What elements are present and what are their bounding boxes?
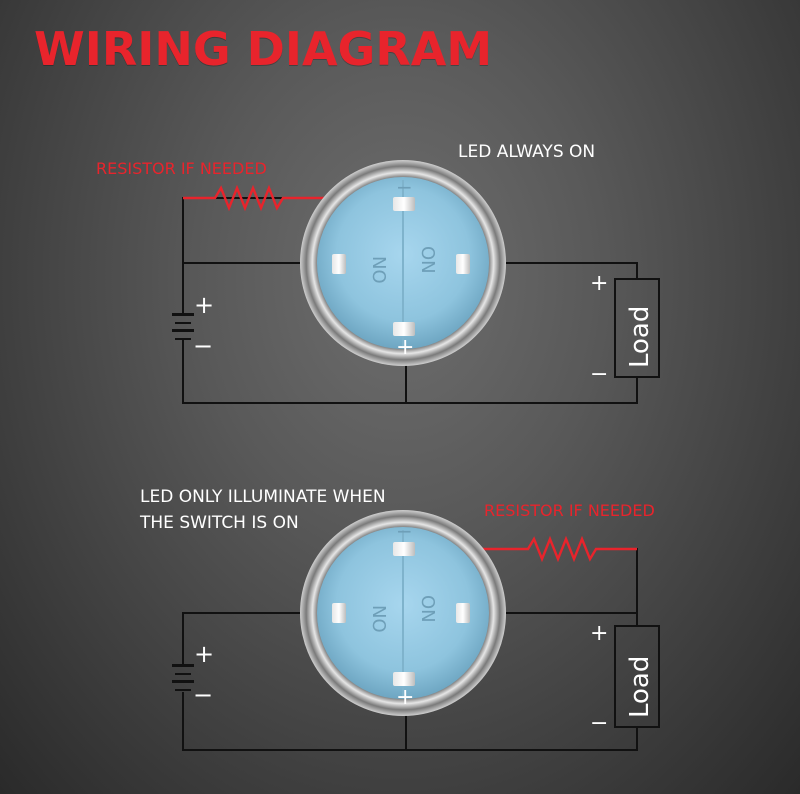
- top-terminal-no: NO: [368, 256, 389, 284]
- bottom-battery-minus: −: [193, 681, 213, 709]
- led-illuminate-label-line1: LED ONLY ILLUMINATE WHEN: [140, 487, 386, 507]
- top-load: Load + −: [590, 271, 660, 387]
- top-resistor: [183, 184, 385, 212]
- bottom-battery-plus: +: [194, 640, 214, 668]
- top-led-minus-pin: [393, 197, 415, 211]
- bottom-terminal-minus: −: [396, 519, 413, 543]
- bottom-led-minus-pin: [393, 542, 415, 556]
- bottom-resistor: [412, 535, 637, 563]
- bottom-resistor-label: RESISTOR IF NEEDED: [484, 501, 655, 520]
- bottom-no-pin: [332, 603, 346, 623]
- top-load-plus: +: [590, 271, 608, 296]
- top-on-pin: [456, 254, 470, 274]
- page-title: WIRING DIAGRAM: [34, 22, 493, 76]
- bottom-terminal-on: ON: [417, 595, 438, 623]
- top-led-plus-pin: [393, 322, 415, 336]
- top-terminal-on: ON: [417, 246, 438, 274]
- bottom-led-plus-pin: [393, 672, 415, 686]
- bottom-switch: NO ON − +: [300, 510, 506, 716]
- bottom-wires: [182, 548, 638, 751]
- bottom-terminal-no: NO: [368, 605, 389, 633]
- top-terminal-plus: +: [396, 335, 414, 360]
- top-battery-plus: +: [194, 291, 214, 319]
- top-load-label: Load: [625, 306, 655, 368]
- bottom-terminal-plus: +: [396, 685, 414, 710]
- top-battery-minus: −: [193, 332, 213, 360]
- top-diagram: + − NO ON − + Load + −: [172, 160, 660, 404]
- top-load-minus: −: [590, 362, 608, 387]
- bottom-load-label: Load: [625, 656, 655, 718]
- top-battery: + −: [172, 291, 214, 360]
- bottom-load-minus: −: [590, 711, 608, 736]
- top-resistor-label: RESISTOR IF NEEDED: [96, 159, 267, 178]
- bottom-battery: + −: [172, 640, 214, 709]
- top-no-pin: [332, 254, 346, 274]
- bottom-load-plus: +: [590, 621, 608, 646]
- led-illuminate-label-line2: THE SWITCH IS ON: [140, 513, 299, 533]
- bottom-on-pin: [456, 603, 470, 623]
- top-switch: NO ON − +: [300, 160, 506, 366]
- bottom-diagram: + − NO ON − + Load + −: [172, 510, 660, 751]
- led-always-on-label: LED ALWAYS ON: [458, 142, 596, 162]
- top-terminal-minus: −: [396, 175, 413, 199]
- bottom-load: Load + −: [590, 621, 660, 736]
